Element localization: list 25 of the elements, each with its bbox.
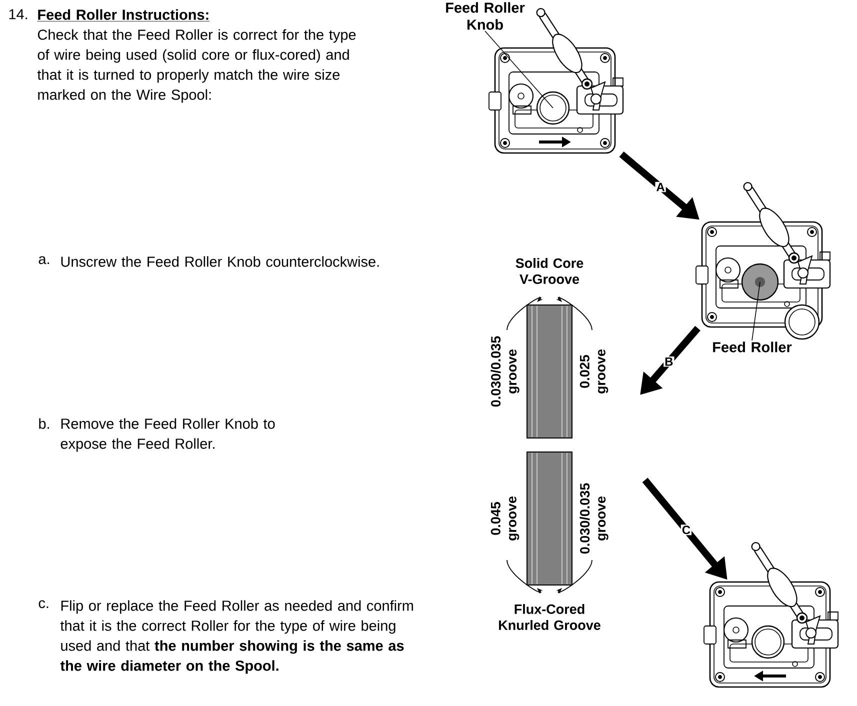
step-number: a. [38, 256, 49, 264]
instruction-text: Remove the Feed Roller Knob to expose the Feed Roller. [60, 418, 275, 452]
instruction-text: Check that the Feed Roller is correct for the type of wire being used (solid core or flux-cored) and that it is turned to properly match the wire size marked on the Wire Spool: [37, 29, 356, 103]
step-number: b. [39, 418, 49, 429]
step-number: 14. [9, 9, 28, 20]
feed-roller [741, 263, 779, 301]
leader-line [752, 282, 760, 341]
groove-label: 0.030/0.035 groove [580, 483, 608, 554]
edge-label: A [655, 182, 666, 192]
heading: Feed Roller Instructions: [37, 9, 210, 22]
wire-feeder-drawing [704, 542, 839, 688]
feed-roller-knob-label: Feed Roller Knob [446, 2, 525, 30]
feed-roller-label: Feed Roller [713, 342, 792, 352]
leader-line [484, 30, 554, 108]
roller-title: Solid Core V-Groove [516, 258, 584, 284]
instruction-text: Flip or replace the Feed Roller as needed and confirm that it is the correct Roller for the type of wire being used and that the number showing is the same as the wire diameter on the Spool. [60, 600, 413, 674]
edge-label: C [680, 524, 692, 536]
knob [536, 91, 570, 125]
groove-label: 0.025 groove [580, 349, 608, 394]
edge-label: B [664, 356, 674, 367]
step-number: c. [38, 600, 48, 608]
instruction-text: Unscrew the Feed Roller Knob counterclockwise. [61, 256, 379, 267]
roller-title: Flux-Cored Knurled Groove [499, 604, 600, 630]
groove-label: 0.045 groove [490, 496, 520, 540]
groove-label: 0.030/0.035 groove [490, 336, 520, 407]
